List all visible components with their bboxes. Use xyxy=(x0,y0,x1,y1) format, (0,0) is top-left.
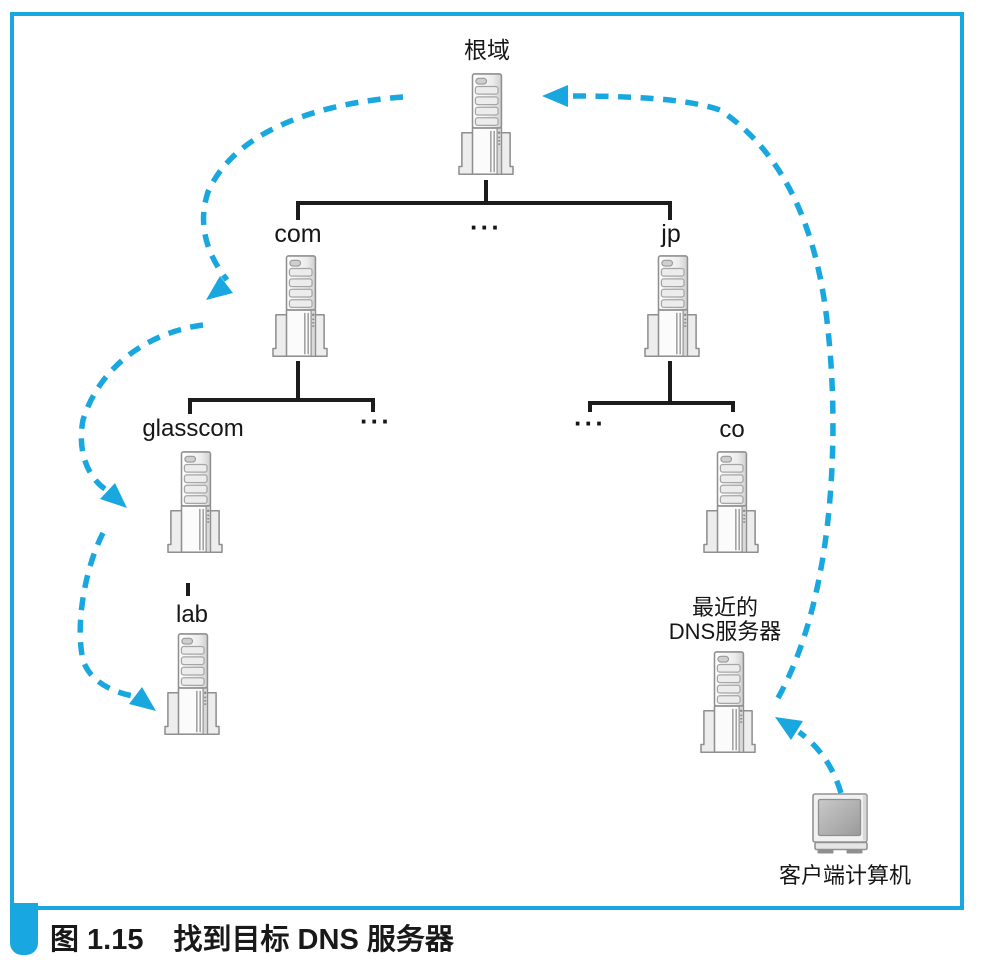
tower-server-icon xyxy=(457,72,515,180)
arrow-client-to-dns-path xyxy=(797,729,844,794)
server-node-glasscom xyxy=(166,450,224,563)
server-node-co xyxy=(702,450,760,563)
figure-caption: 图 1.15 找到目标 DNS 服务器 xyxy=(50,916,454,958)
label-nearest-dns-line1: 最近的 xyxy=(691,595,759,620)
arrowhead-to-dns xyxy=(775,717,803,740)
arrowhead-to-com xyxy=(206,276,233,300)
arrowheads xyxy=(100,85,803,740)
label-root-domain: 根域 xyxy=(464,37,510,63)
label-client-computer: 客户端计算机 xyxy=(778,863,912,888)
label-nearest-dns-line2: DNS服务器 xyxy=(668,619,782,644)
arrow-com-to-glasscom-path xyxy=(78,322,204,492)
label-ellipsis-jp-children: ··· xyxy=(574,408,606,438)
arrowhead-to-lab xyxy=(129,687,156,711)
arrow-dns-to-root-path xyxy=(569,93,836,700)
label-ellipsis-top: ··· xyxy=(470,212,502,242)
tree-level1-branch xyxy=(296,201,672,220)
tower-server-icon xyxy=(699,650,757,758)
server-node-lab xyxy=(163,632,221,745)
tower-server-icon xyxy=(702,450,760,558)
arrowhead-to-root xyxy=(542,85,568,107)
label-ellipsis-com-children: ··· xyxy=(360,406,392,436)
server-node-nearest-dns xyxy=(699,650,757,763)
label-nearest-dns: 最近的 DNS服务器 xyxy=(669,596,781,644)
caption-number: 图 1.15 xyxy=(50,924,144,956)
arrow-root-to-com-path xyxy=(200,94,404,282)
label-co: co xyxy=(719,416,745,443)
crt-monitor-icon xyxy=(812,793,872,856)
tower-server-icon xyxy=(271,254,329,362)
tree-com-children-branch xyxy=(188,398,375,414)
label-jp: jp xyxy=(661,220,681,248)
label-com: com xyxy=(274,220,322,248)
tower-server-icon xyxy=(163,632,221,740)
server-node-jp xyxy=(643,254,701,367)
server-node-com xyxy=(271,254,329,367)
label-lab: lab xyxy=(175,601,209,628)
client-computer-node xyxy=(812,793,872,861)
tree-lines xyxy=(186,180,735,596)
arrow-glasscom-to-lab-path xyxy=(77,531,134,699)
tree-jp-children-branch xyxy=(588,401,735,412)
query-arrows xyxy=(77,93,844,794)
tower-server-icon xyxy=(643,254,701,362)
caption-title: 找到目标 DNS 服务器 xyxy=(173,924,454,956)
arrowhead-to-glasscom xyxy=(100,483,127,508)
server-node-root xyxy=(457,72,515,185)
label-glasscom: glasscom xyxy=(142,415,244,442)
tower-server-icon xyxy=(166,450,224,558)
caption-accent-marker xyxy=(10,903,38,955)
